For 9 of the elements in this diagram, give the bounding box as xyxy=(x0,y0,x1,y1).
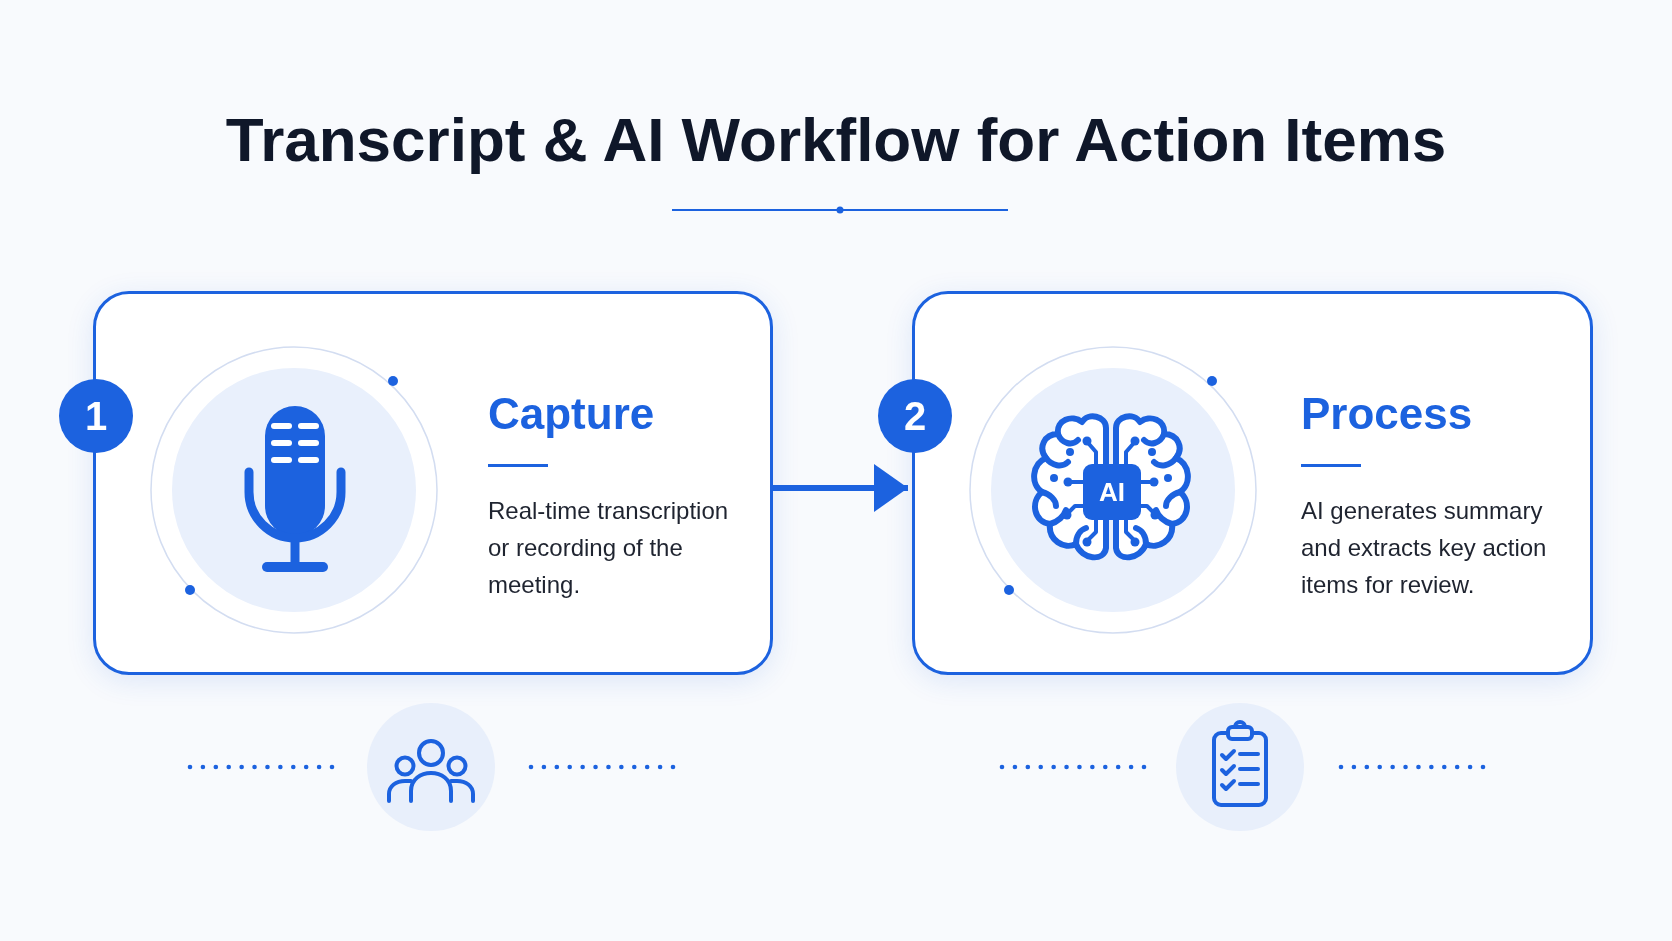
step-number-badge: 2 xyxy=(878,379,952,453)
flow-arrow xyxy=(773,464,908,512)
step-description: AI generates summary and extracts key action items for review. xyxy=(1301,495,1548,600)
diagram-title: Transcript & AI Workflow for Action Items xyxy=(225,104,1447,176)
step-heading: Capture xyxy=(488,389,655,440)
step-heading: Process xyxy=(1301,389,1473,440)
step-description: Real-time transcription or recording of the meeting. xyxy=(488,495,730,600)
step-number-badge: 1 xyxy=(59,379,133,453)
ai-chip: AI xyxy=(1083,464,1141,520)
